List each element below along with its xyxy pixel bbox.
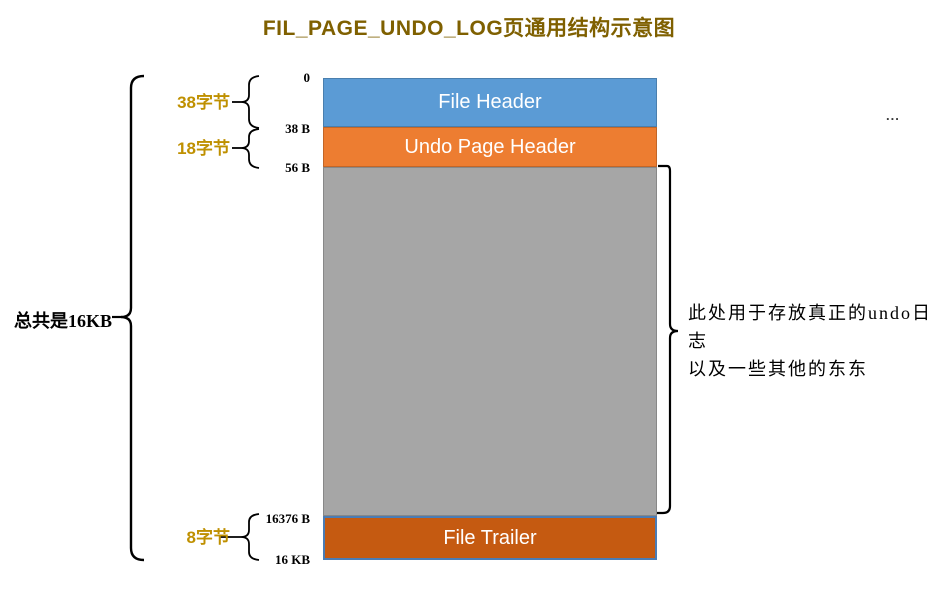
undo-page-header-label: Undo Page Header	[404, 135, 576, 158]
file-trailer-block: File Trailer	[323, 516, 657, 560]
file-header-size-label: 38字节	[177, 93, 230, 112]
offset-label-56b: 56 B	[285, 160, 310, 175]
file-header-label: File Header	[438, 91, 542, 113]
total-size-label: 总共是16KB	[13, 311, 112, 331]
body-bracket	[657, 164, 679, 515]
undo-log-body-block	[323, 167, 657, 516]
body-annotation-line2: 以及一些其他的东东	[688, 359, 868, 379]
undo-page-header-block: Undo Page Header	[323, 127, 657, 167]
file-trailer-size-label: 8字节	[186, 528, 230, 547]
body-annotation: 此处用于存放真正的undo日志 以及一些其他的东东	[688, 299, 934, 383]
diagram-title: FIL_PAGE_UNDO_LOG页通用结构示意图	[262, 17, 676, 40]
offset-label-16kb: 16 KB	[274, 552, 310, 567]
file-trailer-label: File Trailer	[443, 526, 537, 549]
file-header-block: File Header	[323, 78, 657, 127]
offset-label-38b: 38 B	[285, 121, 310, 136]
undo-page-header-size-label: 18字节	[177, 139, 230, 158]
offset-label-16376b: 16376 B	[265, 511, 310, 526]
body-annotation-line1: 此处用于存放真正的undo日志	[688, 303, 932, 351]
offset-label-0: 0	[303, 70, 311, 85]
ellipsis-text: ...	[886, 108, 900, 123]
